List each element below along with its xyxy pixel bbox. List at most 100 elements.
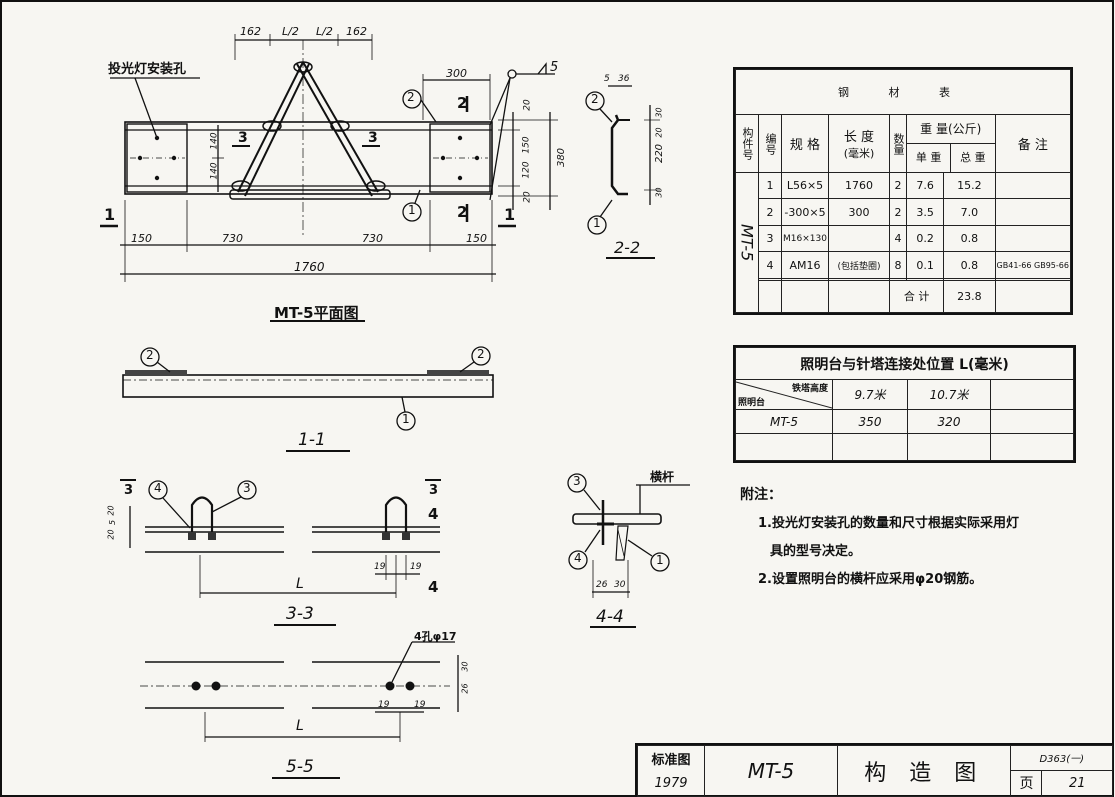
sec22-dim-c: 220 <box>654 143 666 164</box>
row-total: 7.0 <box>943 198 996 226</box>
row-length <box>828 224 890 253</box>
row-length: 1760 <box>828 171 890 200</box>
corner-top: 铁塔高度 <box>791 384 828 394</box>
sec11-title: 1-1 <box>298 430 326 450</box>
sec55-dim-19b: 19 <box>414 700 426 710</box>
connection-table: 照明台与针塔连接处位置 L(毫米) 铁塔高度 照明台 9.7米 10.7米 MT… <box>733 345 1076 463</box>
drawing-code: MT-5 <box>704 745 838 797</box>
sec55-dim-30: 30 <box>460 661 470 672</box>
dim-height: 380 <box>556 147 568 168</box>
sec22-dim-b: 36 <box>618 74 630 84</box>
dim-left-1: 140 <box>209 132 220 150</box>
row-unit: 0.1 <box>905 251 945 279</box>
dim-right-4: 20 <box>522 191 533 203</box>
sec11-part-2a: 2 <box>146 348 154 362</box>
sec44-part-4: 4 <box>574 551 582 565</box>
sec55-dim-19a: 19 <box>378 700 390 710</box>
sec33-mark-4b: 4 <box>428 578 439 596</box>
dim-bottom-1: 150 <box>131 232 152 245</box>
row-total: 0.8 <box>943 251 996 279</box>
sec33-dim-19a: 19 <box>374 562 386 572</box>
section-mark-2-top: 2 <box>457 94 468 112</box>
sec33-dim-left-1: 20 <box>106 505 116 516</box>
plan-title: MT-5平面图 <box>274 304 359 322</box>
conn-table-title: 照明台与针塔连接处位置 L(毫米) <box>735 347 1074 380</box>
row-remark <box>994 171 1072 200</box>
sec44-beam-label: 横杆 <box>650 470 675 484</box>
sec33-dim-left-3: 20 <box>106 529 116 540</box>
row-no: 4 <box>758 251 782 279</box>
sec22-title: 2-2 <box>614 238 641 257</box>
row-spec: AM16 <box>781 251 829 279</box>
steel-table: 钢 材 表 构件号 编号 规 格 长 度(毫米) 数量 重 量(公斤) 单 重 … <box>733 67 1073 315</box>
sec44-dim-26: 26 <box>596 580 608 590</box>
sec11-part-1: 1 <box>402 412 410 426</box>
sec22-dim-1: 30 <box>654 107 664 118</box>
row-no: 1 <box>758 171 782 200</box>
sec44-title: 4-4 <box>596 607 624 627</box>
hole-label: 投光灯安装孔 <box>108 62 187 77</box>
part-number-2: 2 <box>407 90 415 104</box>
table-row: 3 M16×130 4 0.2 0.8 <box>736 224 1072 253</box>
sec11-part-2b: 2 <box>477 347 485 361</box>
dim-left-2: 140 <box>209 162 220 180</box>
col-no: 编号 <box>758 114 782 173</box>
sec44-part-1: 1 <box>656 553 664 567</box>
section-mark-3-right: 3 <box>368 130 378 146</box>
conn-col1: 9.7米 <box>832 379 908 410</box>
sum-label: 合 计 <box>888 279 945 314</box>
notes-title: 附注： <box>740 487 782 503</box>
page-label: 页 <box>1010 769 1043 797</box>
conn-col2: 10.7米 <box>907 379 991 410</box>
conn-v1: 350 <box>832 409 908 434</box>
section-mark-2-bottom: 2 <box>457 203 468 221</box>
dim-bottom-2: 730 <box>222 232 243 245</box>
sec22-dim-a: 5 <box>604 74 610 84</box>
row-remark: GB41-66 GB95-66 <box>994 251 1072 279</box>
col-unit-weight: 单 重 <box>907 144 952 172</box>
dim-top-3: L/2 <box>316 25 333 38</box>
col-length: 长 度 <box>843 130 875 145</box>
col-length-unit: (毫米) <box>843 147 875 160</box>
drawing-name: 构 造 图 <box>836 745 1012 797</box>
sec55-hole-label: 4孔φ17 <box>414 630 457 643</box>
sec22-dim-3: 30 <box>654 187 664 198</box>
notes-line-1: 1.投光灯安装孔的数量和尺寸根据实际采用灯 <box>758 516 1019 531</box>
col-remark: 备 注 <box>994 114 1072 173</box>
sec44-part-3: 3 <box>573 474 581 488</box>
row-unit: 7.6 <box>905 171 945 200</box>
notes: 附注： 1.投光灯安装孔的数量和尺寸根据实际采用灯 具的型号决定。 2.设置照明… <box>740 484 1019 587</box>
title-block: 标准图 MT-5 构 造 图 D363(一) 1979 页 21 <box>635 743 1113 797</box>
std-label: 标准图 <box>637 745 705 771</box>
row-qty: 4 <box>889 224 907 253</box>
row-spec: -300×5 <box>781 198 829 226</box>
part-name: MT-5 <box>735 172 759 313</box>
sec44-dim-30: 30 <box>614 580 626 590</box>
conn-v2: 320 <box>907 409 991 434</box>
dim-300: 300 <box>446 67 467 80</box>
row-no: 2 <box>758 198 782 226</box>
dim-top-4: 162 <box>346 25 367 38</box>
corner-diagonal <box>736 381 832 409</box>
sec22-dim-2: 20 <box>654 127 664 138</box>
sec33-part-3: 3 <box>243 481 251 495</box>
sec33-mark-3a: 3 <box>124 483 134 498</box>
table-row: MT-5 350 320 <box>735 409 1074 434</box>
sec55-dim-l: L <box>296 718 304 734</box>
col-total-weight: 总 重 <box>960 151 986 164</box>
sheet-no: D363(一) <box>1010 745 1113 771</box>
section-mark-1-right: 1 <box>504 205 516 224</box>
sec33-dim-19b: 19 <box>410 562 422 572</box>
row-unit: 0.2 <box>905 224 945 253</box>
dim-top-2: L/2 <box>282 25 299 38</box>
corner-bottom: 照明台 <box>738 398 766 408</box>
table-row: MT-5 1 L56×5 1760 2 7.6 15.2 <box>735 171 1072 313</box>
sec33-mark-3b: 3 <box>429 483 439 498</box>
dim-bottom-3: 730 <box>362 232 383 245</box>
row-spec: L56×5 <box>781 171 829 200</box>
dim-bottom-4: 150 <box>466 232 487 245</box>
col-spec: 规 格 <box>781 114 829 173</box>
row-unit: 3.5 <box>905 198 945 226</box>
col-part: 构件号 <box>735 114 759 173</box>
